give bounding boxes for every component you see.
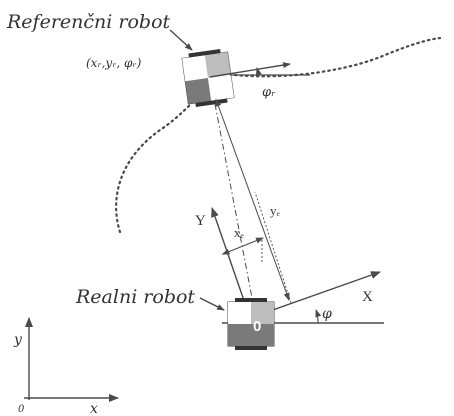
reference-trajectory-ahead — [233, 36, 442, 78]
real-angle-label: φ — [322, 306, 332, 322]
error-y-label: yₑ — [270, 203, 281, 218]
world-y-label: y — [13, 332, 23, 348]
reference-robot-quadrant-bl — [185, 78, 212, 104]
error-y-dimension — [215, 98, 290, 301]
real-angle-arc — [315, 309, 322, 324]
real-robot-wheel-bottom — [235, 346, 267, 350]
reference-robot-quadrant-tr — [204, 52, 231, 78]
real-robot-quadrant-tl — [228, 302, 251, 324]
robot-y-axis-label: Y — [195, 213, 206, 229]
real-robot-pointer — [199, 297, 225, 311]
error-x-label: xₑ — [234, 225, 245, 240]
robot-x-axis-label: X — [362, 289, 373, 305]
error-x-dimension — [221, 237, 264, 255]
real-robot-quadrant-br — [251, 324, 274, 346]
reference-robot-label: Referenčni robot — [6, 11, 171, 33]
reference-robot-quadrant-br — [208, 74, 234, 101]
reference-angle-label: φᵣ — [262, 85, 276, 100]
real-robot-quadrant-tr — [251, 302, 274, 324]
world-x-label: x — [90, 401, 98, 416]
reference-trajectory — [115, 93, 202, 234]
reference-angle-arc — [255, 67, 262, 76]
reference-robot-quadrant-tl — [182, 55, 208, 82]
reference-pose-label: (xᵣ,yᵣ, φᵣ) — [86, 56, 142, 70]
reference-robot — [181, 49, 235, 107]
reference-heading-arrow — [209, 62, 291, 78]
world-origin-label: 0 — [18, 404, 25, 415]
real-robot-label: Realni robot — [75, 286, 195, 308]
real-origin-mark: 0 — [253, 318, 261, 335]
reference-robot-pointer — [169, 29, 193, 51]
real-robot-quadrant-bl — [228, 324, 251, 346]
real-robot — [227, 298, 275, 350]
reference-robot-wheel-top — [188, 49, 221, 58]
real-robot-wheel-top — [235, 298, 267, 302]
